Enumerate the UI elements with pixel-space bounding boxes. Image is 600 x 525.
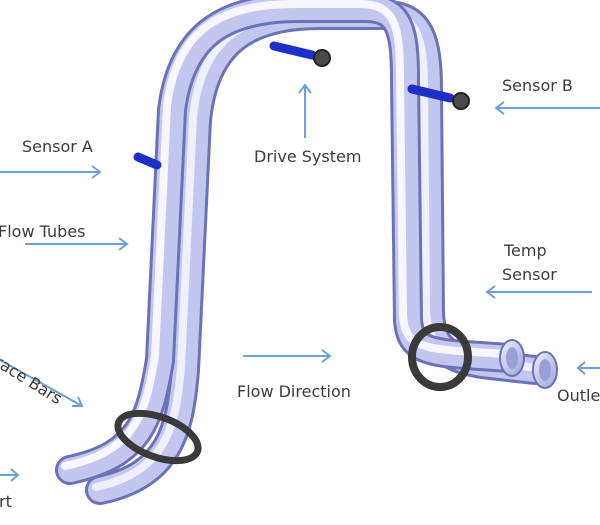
arrow-inlet (0, 468, 20, 482)
arrow-flow-direction (243, 349, 332, 363)
drive-system-part (269, 41, 331, 67)
brace-bar-outlet (408, 323, 472, 391)
arrow-brace-bars (0, 359, 84, 407)
label-sensor-b: Sensor B (502, 76, 573, 95)
label-temp-sensor-line1: Temp (504, 241, 547, 260)
label-drive-system: Drive System (254, 147, 362, 166)
flow-tubes (55, 0, 558, 505)
sensor-b-part (407, 84, 470, 110)
arrow-sensor-a (0, 165, 102, 179)
arrow-temp-sensor (485, 285, 592, 299)
arrow-outlet (576, 361, 600, 375)
arrow-sensor-b (494, 101, 600, 115)
label-outlet: Outlet (557, 386, 600, 405)
label-flow-tubes: Flow Tubes (0, 222, 86, 241)
brace-bars (114, 323, 472, 465)
label-sensor-a: Sensor A (22, 137, 93, 156)
label-inlet: rt (0, 492, 12, 511)
sensor-a-part (133, 152, 162, 170)
arrow-flow-tubes (25, 237, 129, 251)
label-flow-direction: Flow Direction (237, 382, 351, 401)
label-temp-sensor-line2: Sensor (502, 265, 557, 284)
arrow-drive-system (298, 83, 312, 138)
brace-bar-inlet (114, 409, 202, 465)
